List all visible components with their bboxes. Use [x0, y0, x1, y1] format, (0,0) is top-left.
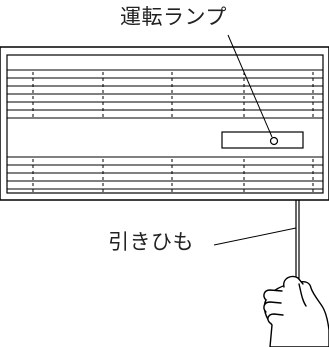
operation-lamp-window	[221, 131, 304, 149]
upper-grille-dividers	[32, 72, 314, 118]
operation-lamp-icon	[269, 136, 279, 146]
operation-lamp-leader-line	[227, 34, 273, 138]
operation-lamp-label: 運転ランプ	[120, 5, 227, 29]
upper-grille	[7, 69, 323, 119]
pull-cord	[295, 200, 300, 285]
hand-icon	[263, 275, 329, 347]
pull-cord-leader-line	[213, 227, 297, 246]
lower-grille	[7, 156, 323, 190]
unit-inner-panel	[6, 54, 324, 194]
pull-cord-label: 引きひも	[108, 230, 194, 254]
